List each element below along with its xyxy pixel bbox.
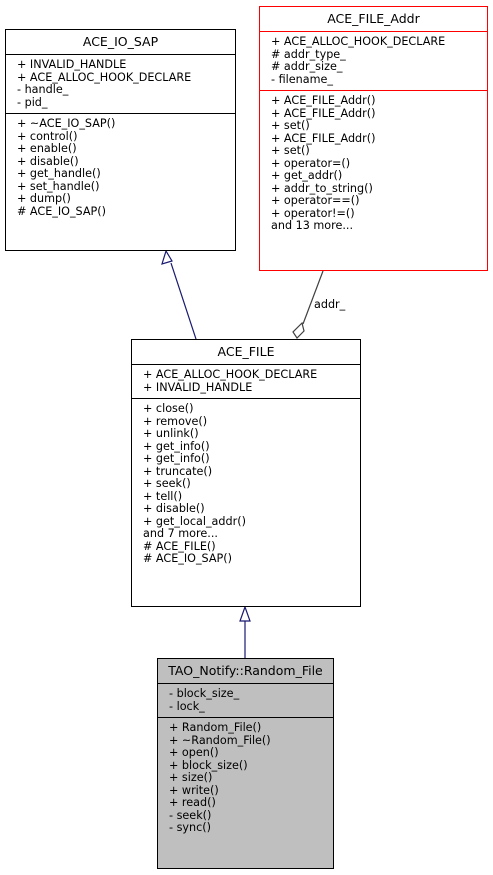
attributes-section: + ACE_ALLOC_HOOK_DECLARE # addr_type_ # … — [260, 32, 487, 91]
attribute: # addr_type_ — [271, 47, 346, 61]
method: + ~ACE_IO_SAP() — [17, 117, 116, 130]
method: + block_size() — [169, 758, 248, 772]
method: + operator==() — [271, 194, 360, 207]
class-box-random-file[interactable]: TAO_Notify::Random_File - block_size_ - … — [157, 658, 334, 869]
method: + dump() — [17, 192, 71, 205]
attribute: + ACE_ALLOC_HOOK_DECLARE — [17, 70, 192, 84]
method: + write() — [169, 783, 219, 797]
method: + operator!=() — [271, 206, 355, 220]
method: + seek() — [143, 477, 191, 490]
method: + get_addr() — [271, 169, 343, 182]
attribute: - block_size_ — [169, 687, 240, 700]
class-box-ace-file-addr[interactable]: ACE_FILE_Addr + ACE_ALLOC_HOOK_DECLARE #… — [259, 6, 488, 271]
method: + close() — [143, 402, 194, 415]
methods-section: + close() + remove() + unlink() + get_in… — [132, 399, 360, 570]
class-name: ACE_IO_SAP — [6, 30, 235, 55]
method: # ACE_IO_SAP() — [17, 204, 106, 218]
method: + control() — [17, 129, 78, 143]
attribute: - lock_ — [169, 699, 205, 713]
method: + addr_to_string() — [271, 181, 373, 195]
method: and 13 more... — [271, 219, 354, 232]
method: # ACE_IO_SAP() — [143, 552, 232, 565]
generalization-arrowhead — [239, 605, 251, 622]
method: + remove() — [143, 414, 208, 428]
methods-section: + ~ACE_IO_SAP() + control() + enable() +… — [6, 114, 235, 222]
method: + ~Random_File() — [169, 733, 271, 747]
edge-addr-association — [302, 270, 324, 325]
method: + set() — [271, 144, 310, 157]
attribute: + ACE_ALLOC_HOOK_DECLARE — [271, 35, 446, 48]
method: + get_handle() — [17, 167, 101, 180]
method: - sync() — [169, 821, 212, 834]
method: + size() — [169, 771, 213, 784]
attribute: + INVALID_HANDLE — [17, 58, 127, 71]
method: and 7 more... — [143, 527, 218, 540]
method: + get_info() — [143, 452, 210, 465]
methods-section: + Random_File() + ~Random_File() + open(… — [158, 718, 333, 839]
aggregation-diamond — [292, 321, 305, 339]
attribute: - handle_ — [17, 83, 69, 96]
method: + set() — [271, 119, 310, 132]
attribute: - pid_ — [17, 95, 48, 109]
method: + tell() — [143, 489, 183, 503]
method: + disable() — [143, 502, 205, 515]
method: + read() — [169, 796, 216, 809]
method: + get_local_addr() — [143, 514, 246, 528]
attribute: + ACE_ALLOC_HOOK_DECLARE — [143, 368, 318, 381]
generalization-arrowhead — [161, 249, 173, 265]
method: - seek() — [169, 808, 212, 822]
attribute: - filename_ — [271, 72, 333, 86]
method: + get_info() — [143, 439, 210, 453]
class-name: TAO_Notify::Random_File — [158, 659, 333, 684]
class-box-ace-io-sap[interactable]: ACE_IO_SAP + INVALID_HANDLE + ACE_ALLOC_… — [5, 29, 236, 251]
method: + Random_File() — [169, 721, 262, 734]
class-name: ACE_FILE_Addr — [260, 7, 487, 32]
edge-ace-file-to-ace-io-sap — [170, 262, 197, 340]
attribute: + INVALID_HANDLE — [143, 380, 253, 394]
method: + open() — [169, 746, 219, 759]
method: + set_handle() — [17, 179, 100, 193]
method: # ACE_FILE() — [143, 539, 216, 553]
class-box-ace-file[interactable]: ACE_FILE + ACE_ALLOC_HOOK_DECLARE + INVA… — [131, 339, 361, 607]
methods-section: + ACE_FILE_Addr() + ACE_FILE_Addr() + se… — [260, 91, 487, 237]
method: + unlink() — [143, 427, 199, 440]
method: + ACE_FILE_Addr() — [271, 131, 376, 145]
method: + enable() — [17, 142, 77, 155]
association-label-addr: addr_ — [314, 298, 346, 311]
method: + disable() — [17, 154, 79, 168]
attribute: # addr_size_ — [271, 60, 343, 73]
class-name: ACE_FILE — [132, 340, 360, 365]
attributes-section: - block_size_ - lock_ — [158, 684, 333, 718]
attributes-section: + ACE_ALLOC_HOOK_DECLARE + INVALID_HANDL… — [132, 365, 360, 399]
method: + operator=() — [271, 156, 351, 170]
method: + ACE_FILE_Addr() — [271, 106, 376, 120]
method: + truncate() — [143, 464, 213, 478]
attributes-section: + INVALID_HANDLE + ACE_ALLOC_HOOK_DECLAR… — [6, 55, 235, 114]
method: + ACE_FILE_Addr() — [271, 94, 376, 107]
